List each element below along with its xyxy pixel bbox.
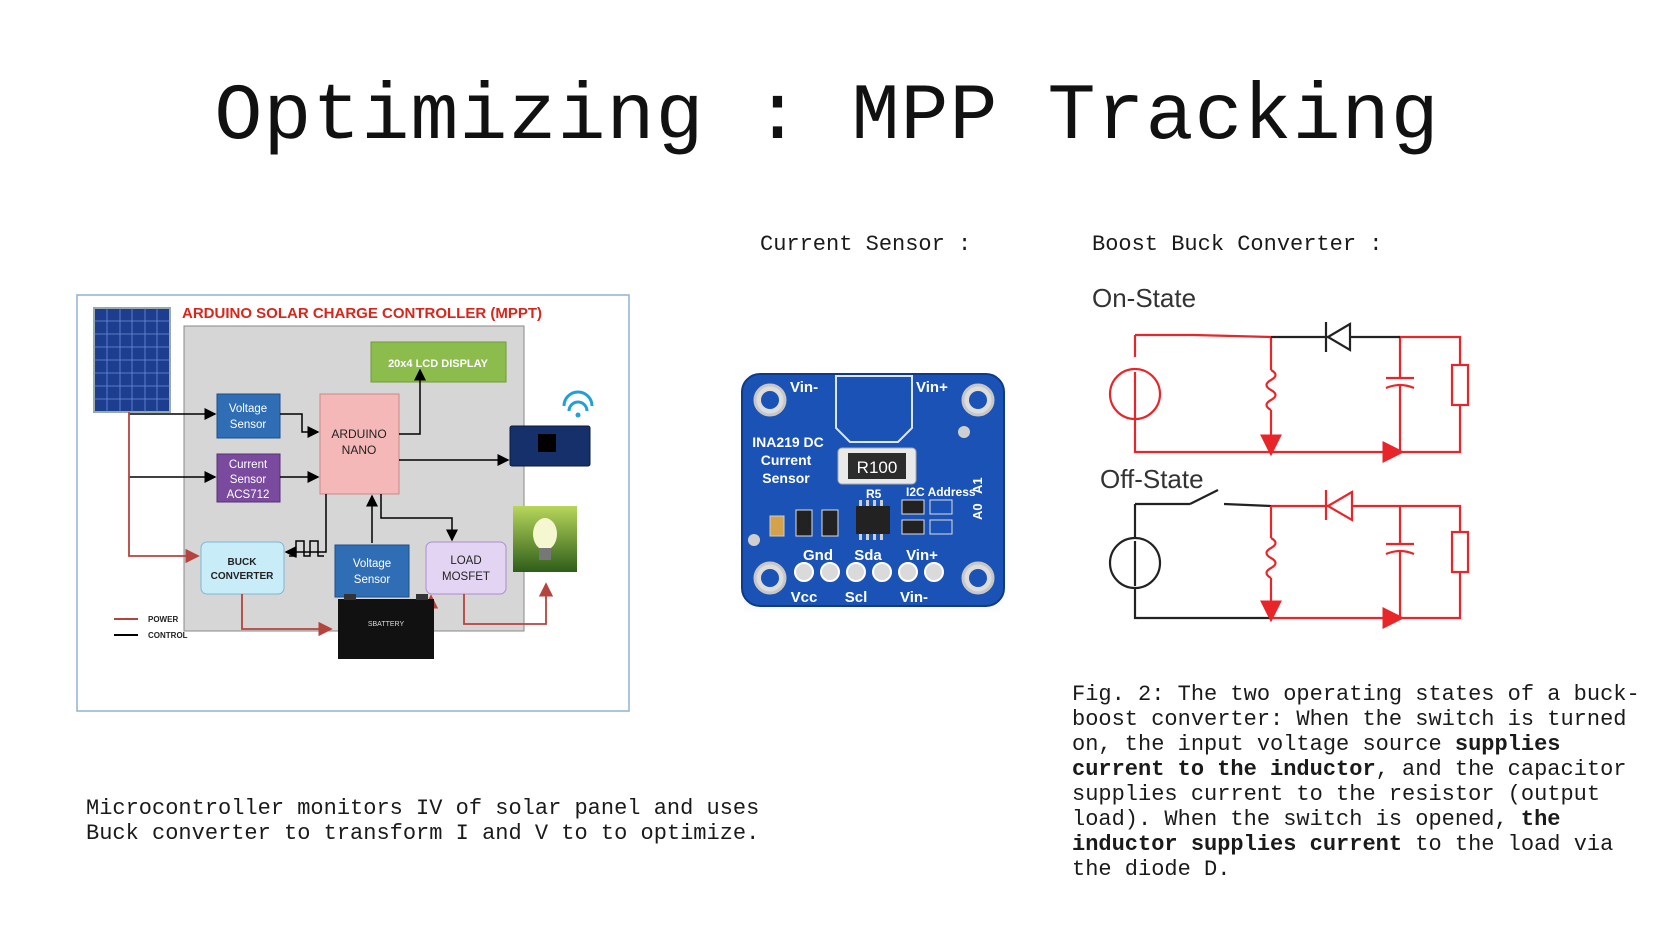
board-chip-line1: INA219 DC: [752, 434, 824, 450]
figure-caption: Fig. 2: The two operating states of a bu…: [1072, 682, 1642, 882]
board-i2c: I2C Address: [906, 485, 976, 499]
caption-bold-run: supplies current to the inductor: [1072, 732, 1561, 782]
legend-control: CONTROL: [148, 631, 188, 640]
solar-panel-icon: [93, 307, 171, 413]
board-chip-line3: Sensor: [762, 470, 810, 486]
load-line2: MOSFET: [442, 571, 490, 583]
board-vin-minus-top: Vin-: [790, 379, 818, 396]
wifi-module-icon: [509, 390, 594, 467]
current-sensor-label: Current Sensor :: [760, 232, 972, 257]
battery-icon: SBATTERY: [338, 594, 434, 659]
board-a0: A0: [970, 503, 985, 520]
arduino-line1: ARDUINO: [331, 427, 386, 441]
arduino-line2: NANO: [342, 443, 377, 457]
board-pin-sda: Sda: [854, 547, 882, 564]
current-sensor-line2: Sensor: [230, 474, 267, 486]
caption-bold-run: the inductor supplies current: [1072, 807, 1561, 857]
board-r5: R5: [866, 487, 882, 501]
resistor-label: R100: [857, 458, 898, 477]
caption-run: , and the capacitor supplies current to …: [1072, 757, 1627, 832]
bulb-icon: [513, 506, 577, 572]
board-a1: A1: [970, 477, 985, 494]
caption-run: Fig. 2: The two operating states of a bu…: [1072, 682, 1640, 757]
voltage-sensor-1-line2: Sensor: [230, 419, 267, 431]
board-pin-gnd: Gnd: [803, 547, 833, 564]
on-state-label: On-State: [1092, 283, 1196, 313]
current-sensor-line3: ACS712: [227, 489, 270, 501]
board-pin-vinminus: Vin-: [900, 589, 928, 606]
voltage-sensor-1-line1: Voltage: [229, 403, 267, 415]
board-pin-scl: Scl: [845, 589, 868, 606]
load-line1: LOAD: [450, 555, 481, 567]
lcd-display-box: 20x4 LCD DISPLAY: [388, 358, 489, 370]
buck-line1: BUCK: [228, 557, 258, 568]
off-state-label: Off-State: [1100, 464, 1204, 494]
board-pin-vcc: Vcc: [791, 589, 818, 606]
buck-line2: CONVERTER: [211, 571, 275, 582]
battery-brand: SBATTERY: [368, 621, 405, 628]
description-text: Microcontroller monitors IV of solar pan…: [86, 796, 760, 846]
current-sensor-line1: Current: [229, 459, 268, 471]
mppt-block-diagram: ARDUINO SOLAR CHARGE CONTROLLER (MPPT) 2…: [76, 294, 630, 712]
buck-boost-circuit: On-State Off-State: [1092, 283, 1470, 629]
legend-power: POWER: [148, 615, 178, 624]
slide-title: Optimizing : MPP Tracking: [214, 72, 1440, 163]
voltage-sensor-2-line2: Sensor: [354, 574, 391, 586]
board-chip-line2: Current: [761, 452, 812, 468]
board-pin-vinplus: Vin+: [906, 547, 938, 564]
board-vin-plus-top: Vin+: [916, 379, 948, 396]
voltage-sensor-2-line1: Voltage: [353, 558, 391, 570]
diagram-heading: ARDUINO SOLAR CHARGE CONTROLLER (MPPT): [182, 305, 542, 322]
ina219-board: R100 Vin- Vin+ INA219 DC Current Sensor …: [741, 373, 1005, 615]
caption-run: to the load via the diode D.: [1072, 832, 1614, 882]
boost-buck-label: Boost Buck Converter :: [1092, 232, 1383, 257]
